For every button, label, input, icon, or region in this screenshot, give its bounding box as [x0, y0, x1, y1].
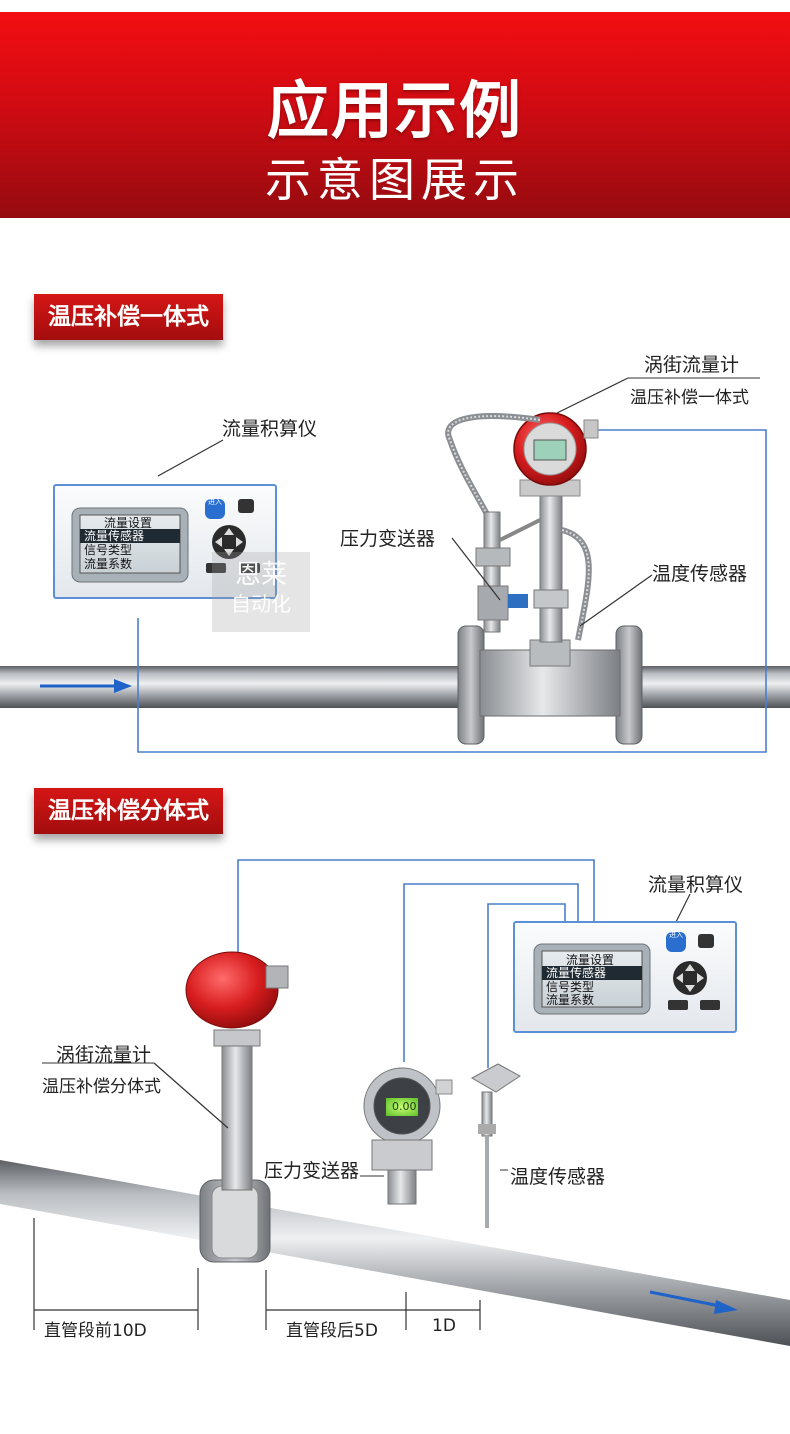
- label-flowmeter-type-s1: 温压补偿一体式: [630, 388, 749, 408]
- pipe-section1: [0, 666, 790, 708]
- label-flowmeter-s1: 涡街流量计: [644, 354, 740, 376]
- menu-item-3-s1: 信号类型: [84, 543, 133, 557]
- page-subtitle: 示意图展示: [265, 153, 525, 207]
- menu-item-1-s1: 流量设置: [104, 516, 153, 530]
- wire-section1: [137, 429, 767, 753]
- label-one-d: 1D: [432, 1316, 456, 1336]
- section-tag-split: 温压补偿分体式: [34, 788, 223, 834]
- enter-button-s2: 进入: [669, 931, 683, 939]
- label-pressure-transmitter-s1: 压力变送器: [340, 528, 436, 550]
- menu-item-2-s1: 流量传感器: [84, 529, 145, 543]
- vortex-meter-head-section1: [513, 412, 599, 497]
- label-flowmeter-type-s2: 温压补偿分体式: [42, 1077, 161, 1097]
- totalizer-panel-section2: [513, 921, 737, 1033]
- label-straight-before: 直管段前10D: [44, 1321, 147, 1341]
- menu-item-2-s2: 流量传感器: [546, 966, 607, 980]
- label-pressure-transmitter-s2: 压力变送器: [264, 1160, 360, 1182]
- wire-totalizer-temperature: [487, 903, 566, 1068]
- menu-item-3-s2: 信号类型: [546, 980, 595, 994]
- page-title: 应用示例: [266, 74, 523, 147]
- label-flowmeter-s2: 涡街流量计: [56, 1044, 152, 1066]
- totalizer-panel-section1: [53, 484, 277, 599]
- header-banner: 应用示例 示意图展示: [0, 12, 790, 218]
- watermark-line1: 恩莱: [234, 560, 287, 590]
- label-temperature-sensor-s1: 温度传感器: [652, 563, 748, 585]
- menu-item-1-s2: 流量设置: [566, 953, 615, 967]
- watermark: 恩莱 自动化: [212, 552, 310, 632]
- pressure-transmitter-section1: [475, 511, 541, 633]
- wire-totalizer-pressure: [403, 883, 579, 1062]
- vortex-meter-section2: [185, 951, 289, 1263]
- enter-button-s1: 进入: [208, 498, 222, 506]
- label-straight-after: 直管段后5D: [286, 1321, 378, 1341]
- flow-arrow-icon: [649, 1290, 738, 1314]
- temperature-sensor-section2: [470, 1063, 521, 1228]
- dimension-lines: [33, 1218, 481, 1330]
- wire-totalizer-meter: [237, 859, 595, 954]
- pipe-section2: [0, 1160, 790, 1346]
- watermark-line2: 自动化: [231, 592, 291, 616]
- menu-item-4-s2: 流量系数: [546, 993, 595, 1007]
- pressure-display-value: 0.00: [392, 1100, 417, 1113]
- label-temperature-sensor-s2: 温度传感器: [510, 1166, 606, 1188]
- pressure-transmitter-section2: [363, 1067, 453, 1205]
- section-tag-integrated: 温压补偿一体式: [34, 294, 223, 340]
- label-totalizer-s1: 流量积算仪: [222, 418, 318, 440]
- label-totalizer-s2: 流量积算仪: [648, 874, 744, 896]
- vortex-meter-body-section1: [457, 469, 643, 745]
- menu-item-4-s1: 流量系数: [84, 557, 133, 571]
- flow-arrow-icon: [40, 679, 132, 693]
